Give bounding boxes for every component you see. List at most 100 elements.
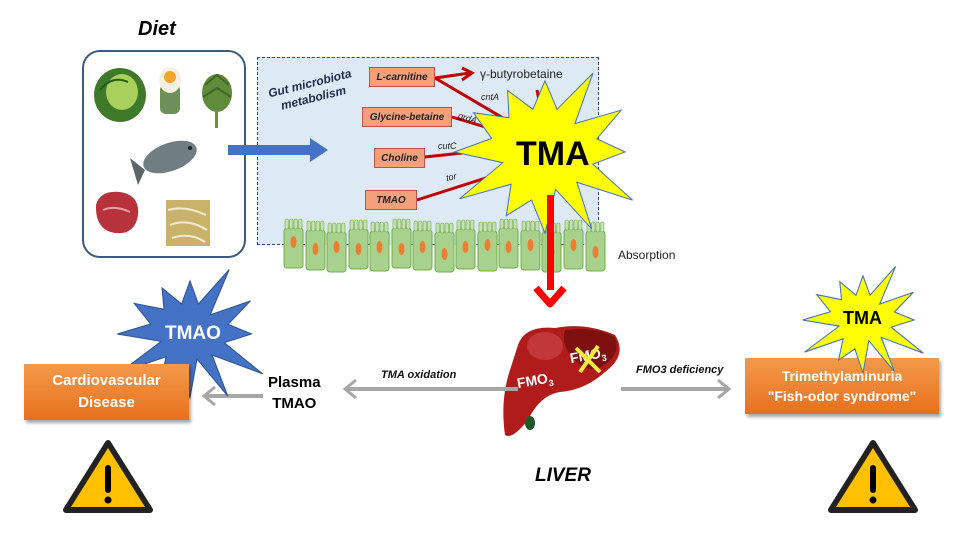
microvillus [573, 219, 578, 231]
red-meat-icon [95, 191, 139, 234]
microvillus [397, 218, 402, 230]
microvillus [320, 220, 325, 232]
microvillus [418, 220, 423, 232]
tma-oxidation-arrow [342, 378, 518, 400]
microvillus [392, 218, 397, 230]
microvillus [521, 220, 526, 232]
microvillus [578, 219, 583, 231]
microvillus [526, 220, 531, 232]
tmao-to-tma-arrow [416, 173, 496, 202]
enzyme-cutC: cutC [438, 141, 457, 151]
cell-nucleus [592, 246, 599, 258]
microvillus [379, 221, 384, 233]
microvillus [384, 221, 389, 233]
microvillus [327, 222, 332, 234]
microvillus [449, 222, 454, 234]
cell-nucleus [484, 239, 491, 251]
egg-icon [159, 67, 181, 114]
cell-nucleus [333, 241, 340, 253]
microvillus [513, 218, 518, 230]
microvillus [461, 219, 466, 231]
microvillus [413, 220, 418, 232]
intestinal-epithelium [283, 218, 606, 273]
enzyme-cntA: cntA [481, 92, 500, 102]
cell-nucleus [355, 243, 362, 255]
substrate-tmao: TMAO [365, 190, 417, 210]
warning-icon-left [63, 440, 153, 513]
plasma-line1: Plasma [268, 374, 321, 391]
microvillus [487, 221, 492, 233]
microvillus [315, 220, 320, 232]
microvillus [556, 222, 561, 234]
trimethylaminuria-box: Trimethylaminuria "Fish-odor syndrome" [745, 358, 939, 414]
microvillus [336, 222, 341, 234]
microvillus [341, 222, 346, 234]
cell-nucleus [462, 241, 469, 253]
microvillus [564, 219, 569, 231]
tmao-burst [117, 269, 264, 400]
cell-nucleus [290, 236, 297, 248]
artichoke-icon [202, 73, 232, 128]
microvillus [427, 220, 432, 232]
cell-nucleus [570, 239, 577, 251]
absorption-label: Absorption [618, 248, 676, 262]
microvillus [370, 221, 375, 233]
fish-icon [130, 140, 197, 185]
microvillus [293, 218, 298, 230]
carnitine-to-gbb-arrowhead [461, 66, 475, 82]
warning-icon-right [828, 440, 918, 513]
substrate-l-carnitine: L-carnitine [369, 67, 435, 87]
microvillus [499, 218, 504, 230]
cell-nucleus [419, 241, 426, 253]
diet-to-gut-arrow [228, 138, 328, 162]
bean-sprouts-icon [166, 200, 210, 246]
tma-burst-label: TMA [516, 135, 590, 173]
carnitine-to-gbb-arrow [434, 71, 471, 80]
microvillus [311, 220, 316, 232]
substrate-choline: Choline [374, 148, 425, 168]
microvillus [375, 221, 380, 233]
cell-nucleus [527, 239, 534, 251]
gamma-butyrobetaine-label: γ-butyrobetaine [480, 67, 563, 81]
microvillus [289, 218, 294, 230]
microvillus [465, 219, 470, 231]
microvillus [349, 219, 354, 231]
microvillus [478, 221, 483, 233]
microvillus [530, 220, 535, 232]
cell-nucleus [441, 248, 448, 260]
microvillus [435, 222, 440, 234]
tma-to-liver-arrow [533, 195, 567, 308]
microvillus [508, 218, 513, 230]
fmo3-deficiency-label: FMO3 deficiency [636, 364, 724, 376]
microvillus [569, 219, 574, 231]
cell-nucleus [376, 241, 383, 253]
microvillus [298, 218, 303, 230]
cell-nucleus [398, 243, 405, 255]
plasma-to-cvd-arrow [201, 385, 263, 407]
microvillus [363, 219, 368, 231]
microvillus [358, 219, 363, 231]
cell-nucleus [312, 243, 319, 255]
microvillus [422, 220, 427, 232]
substrate-glycine-betaine: Glycine-betaine [362, 107, 452, 127]
microvillus [354, 219, 359, 231]
tmu-line2: "Fish-odor syndrome" [767, 388, 917, 404]
tmu-line1: Trimethylaminuria [781, 368, 903, 384]
tma-burst [452, 72, 633, 235]
microvillus [483, 221, 488, 233]
microvillus [535, 220, 540, 232]
microvillus [504, 218, 509, 230]
microvillus [456, 219, 461, 231]
fmo3-deficiency-arrow [621, 378, 732, 400]
microvillus [440, 222, 445, 234]
microvillus [401, 218, 406, 230]
diet-title: Diet [138, 18, 176, 40]
tma-small-burst-label: TMA [843, 308, 882, 328]
plasma-line2: TMAO [272, 395, 317, 412]
microvillus [600, 221, 605, 233]
tmao-burst-label: TMAO [165, 323, 221, 344]
microvillus [406, 218, 411, 230]
microvillus [306, 220, 311, 232]
microvillus [470, 219, 475, 231]
